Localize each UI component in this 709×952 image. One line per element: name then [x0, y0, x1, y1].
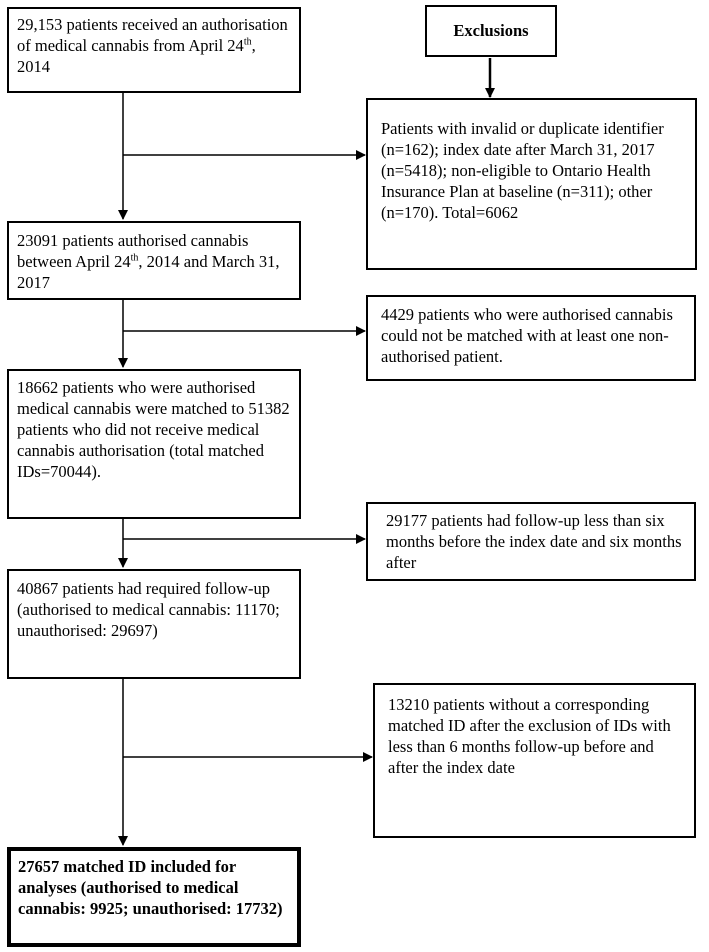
box-start-text-pre: 29,153 patients received an authorisatio…: [17, 15, 288, 55]
box-exclusion-2-text: 4429 patients who were authorised cannab…: [381, 305, 673, 366]
box-step-4: 40867 patients had required follow-up (a…: [7, 569, 301, 679]
box-start-text-sup: th: [243, 36, 252, 48]
box-step-3-text: 18662 patients who were authorised medic…: [17, 378, 290, 481]
box-exclusion-4: 13210 patients without a corresponding m…: [373, 683, 696, 838]
box-exclusion-1: Patients with invalid or duplicate ident…: [366, 98, 697, 270]
box-step-2-text-sup: th: [130, 252, 139, 264]
exclusions-header-text: Exclusions: [453, 21, 529, 40]
box-exclusion-1-text: Patients with invalid or duplicate ident…: [381, 119, 664, 222]
box-final: 27657 matched ID included for analyses (…: [7, 847, 301, 947]
box-step-2: 23091 patients authorised cannabis betwe…: [7, 221, 301, 300]
exclusions-header: Exclusions: [425, 5, 557, 57]
box-step-3: 18662 patients who were authorised medic…: [7, 369, 301, 519]
box-step-2-text-pre: 23091 patients authorised cannabis betwe…: [17, 231, 249, 271]
box-start-text: 29,153 patients received an authorisatio…: [17, 14, 291, 77]
box-final-text: 27657 matched ID included for analyses (…: [18, 857, 283, 918]
box-step-2-text-post: , 2014 and March 31, 2017: [17, 252, 280, 292]
box-start: 29,153 patients received an authorisatio…: [7, 7, 301, 93]
box-start-text-post: , 2014: [17, 36, 256, 76]
box-exclusion-3-text: 29177 patients had follow-up less than s…: [386, 511, 682, 572]
box-exclusion-2: 4429 patients who were authorised cannab…: [366, 295, 696, 381]
box-step-2-text: 23091 patients authorised cannabis betwe…: [17, 230, 291, 293]
box-exclusion-4-text: 13210 patients without a corresponding m…: [388, 695, 671, 777]
box-step-4-text: 40867 patients had required follow-up (a…: [17, 579, 280, 640]
box-exclusion-3: 29177 patients had follow-up less than s…: [366, 502, 696, 581]
